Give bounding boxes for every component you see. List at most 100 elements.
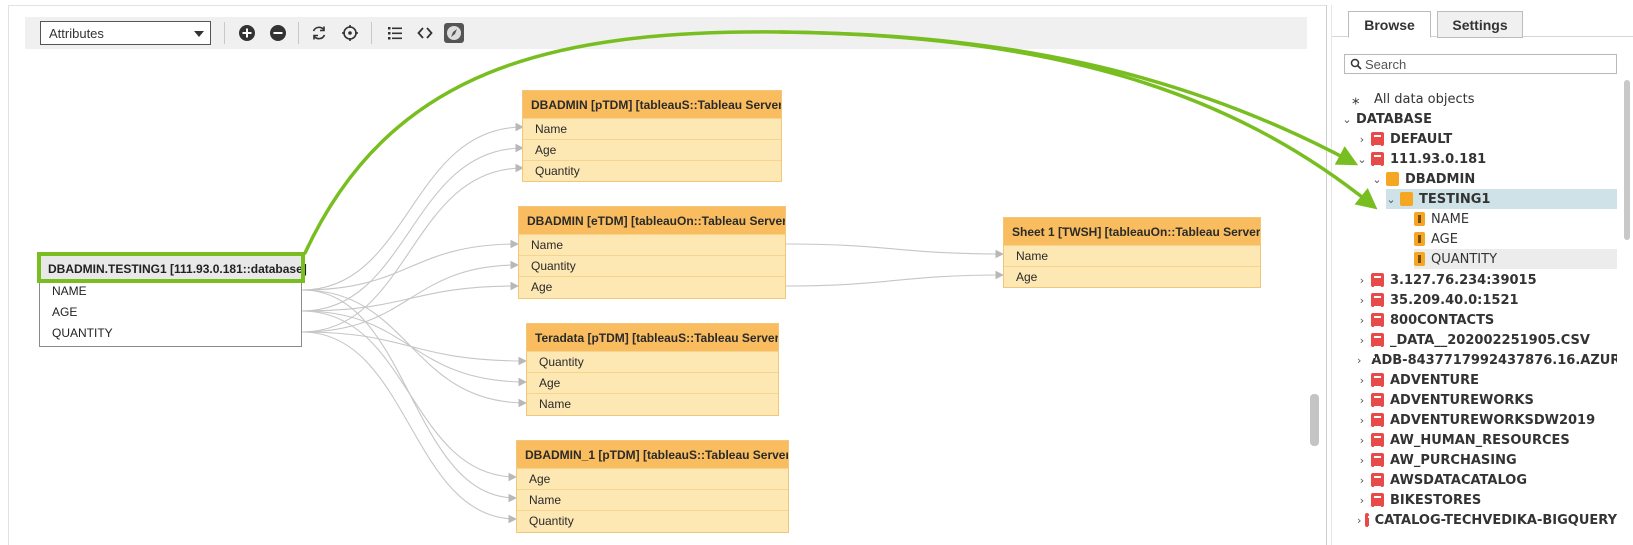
node-column[interactable]: Age (527, 372, 778, 393)
database-icon (1371, 152, 1384, 167)
zoom-out-button[interactable] (268, 23, 288, 43)
column-icon (1414, 252, 1425, 266)
target-node-etdm[interactable]: DBADMIN [eTDM] [tableauOn::Tableau Serve… (518, 206, 786, 299)
tree-item-table-selected[interactable]: ⌄TESTING1 (1386, 189, 1617, 209)
database-icon (1371, 273, 1384, 288)
database-icon (1371, 493, 1384, 508)
tree-item-db[interactable]: › ADVENTUREWORKS (1357, 390, 1534, 410)
tree-item-db[interactable]: ›DEFAULT (1357, 129, 1452, 149)
panel-scrollbar[interactable] (1624, 80, 1630, 240)
source-column-age[interactable]: AGE (52, 305, 78, 319)
node-column[interactable]: Name (1004, 245, 1260, 266)
tree-item-column[interactable]: NAME (1414, 209, 1469, 229)
node-column[interactable]: Name (517, 489, 788, 510)
target-node-sheet1[interactable]: Sheet 1 [TWSH] [tableauOn::Tableau Serve… (1003, 217, 1261, 288)
tree-item-label: DEFAULT (1390, 131, 1453, 147)
tree-item-column[interactable]: AGE (1414, 229, 1458, 249)
tree-item-db[interactable]: ›BIKESTORES (1357, 490, 1481, 510)
tree-item-label: 800CONTACTS (1390, 312, 1495, 328)
tree-item-label: AW_PURCHASING (1390, 452, 1517, 468)
tree-item-db[interactable]: ›ADVENTUREWORKSDW2019 (1357, 410, 1595, 430)
tree-item-label: 35.209.40.0:1521 (1390, 292, 1519, 308)
chevron-right-icon: › (1359, 273, 1365, 287)
code-view-button[interactable] (415, 23, 435, 43)
canvas-scrollbar[interactable] (1310, 394, 1319, 446)
center-button[interactable] (340, 23, 360, 43)
database-icon (1371, 393, 1384, 408)
tree-item-db[interactable]: ›AW_PURCHASING (1357, 450, 1517, 470)
chevron-right-icon: › (1359, 433, 1365, 447)
list-icon (388, 27, 402, 40)
search-input[interactable]: Search (1344, 54, 1617, 74)
panel-divider (1331, 5, 1332, 545)
tree-item-db[interactable]: ›AWSDATACATALOG (1357, 470, 1527, 490)
tree-item-db[interactable]: ›ADVENTURE (1357, 370, 1479, 390)
left-border (8, 5, 9, 545)
tree-item-db[interactable]: ⌄111.93.0.181 (1357, 149, 1486, 169)
target-node-teradata[interactable]: Teradata [pTDM] [tableauS::Tableau Serve… (526, 323, 779, 416)
node-column[interactable]: Age (519, 276, 785, 297)
chevron-down-icon: ⌄ (1357, 152, 1367, 166)
top-border (8, 5, 1326, 6)
code-icon (417, 27, 433, 39)
node-column[interactable]: Quantity (517, 510, 788, 531)
all-data-objects-item[interactable]: ⁎ All data objects (1352, 89, 1475, 109)
tree-item-db[interactable]: ›ADB-8437717992437876.16.AZUREDA (1357, 350, 1617, 370)
tab-settings[interactable]: Settings (1437, 11, 1523, 38)
database-icon (1371, 433, 1384, 448)
source-column-name[interactable]: NAME (52, 284, 87, 298)
tree-item-db[interactable]: ›CATALOG-TECHVEDIKA-BIGQUERY (1357, 510, 1617, 530)
source-column-quantity[interactable]: QUANTITY (52, 326, 113, 340)
source-table-node[interactable]: DBADMIN.TESTING1 [111.93.0.181::database… (39, 254, 307, 347)
tree-item-label: DBADMIN (1405, 171, 1476, 187)
tree-item-label: AW_HUMAN_RESOURCES (1390, 432, 1570, 448)
tree-item-db[interactable]: › _DATA__202002251905.CSV (1357, 330, 1590, 350)
chevron-right-icon: › (1359, 413, 1365, 427)
database-icon (1365, 513, 1376, 528)
tab-browse[interactable]: Browse (1348, 11, 1431, 38)
node-column[interactable]: Age (1004, 266, 1260, 287)
refresh-button[interactable] (309, 23, 329, 43)
database-icon (1371, 313, 1384, 328)
chevron-right-icon: › (1359, 333, 1365, 347)
tree-item-label: 3.127.76.234:39015 (1390, 272, 1537, 288)
tree-item-label: ADVENTUREWORKS (1390, 392, 1534, 408)
tree-item-db[interactable]: › AW_HUMAN_RESOURCES (1357, 430, 1570, 450)
chevron-right-icon: › (1357, 513, 1362, 527)
zoom-in-icon (239, 25, 255, 41)
node-column[interactable]: Name (519, 234, 785, 255)
tree-item-db[interactable]: › 3.127.76.234:39015 (1357, 270, 1537, 290)
chevron-right-icon: › (1357, 353, 1362, 367)
node-column[interactable]: Quantity (523, 160, 781, 181)
node-column[interactable]: Name (523, 118, 781, 139)
node-column[interactable]: Name (527, 393, 778, 414)
chevron-right-icon: › (1359, 493, 1365, 507)
target-node-ptdm[interactable]: DBADMIN [pTDM] [tableauS::Tableau Server… (522, 90, 782, 182)
chevron-right-icon: › (1359, 313, 1365, 327)
tree-item-db[interactable]: › 800CONTACTS (1357, 310, 1494, 330)
node-title: Teradata [pTDM] [tableauS::Tableau Serve… (527, 324, 778, 351)
node-column[interactable]: Age (523, 139, 781, 160)
node-column[interactable]: Quantity (527, 351, 778, 372)
node-column[interactable]: Quantity (519, 255, 785, 276)
crosshair-icon (342, 25, 358, 41)
chevron-down-icon: ⌄ (1342, 112, 1352, 126)
tree-item-database[interactable]: ⌄ DATABASE (1342, 109, 1432, 129)
tree-item-db[interactable]: ›35.209.40.0:1521 (1357, 290, 1519, 310)
tree-item-label: ADVENTURE (1390, 372, 1479, 388)
node-column[interactable]: Age (517, 468, 788, 489)
list-view-button[interactable] (385, 23, 405, 43)
explore-button[interactable] (444, 23, 464, 43)
asterisk-icon: ⁎ (1352, 90, 1360, 108)
chevron-right-icon: › (1359, 393, 1365, 407)
view-mode-select[interactable]: Attributes (40, 21, 211, 45)
tree-item-label: _DATA__202002251905.CSV (1390, 332, 1590, 348)
tree-item-column[interactable]: QUANTITY (1414, 249, 1617, 269)
target-node-dbadmin1[interactable]: DBADMIN_1 [pTDM] [tableauS::Tableau Serv… (516, 440, 789, 533)
zoom-in-button[interactable] (237, 23, 257, 43)
tree-item-schema[interactable]: ⌄DBADMIN (1372, 169, 1475, 189)
toolbar-divider (224, 22, 225, 44)
database-icon (1371, 413, 1384, 428)
node-title: DBADMIN [eTDM] [tableauOn::Tableau Serve… (519, 207, 785, 234)
tree-item-label: AWSDATACATALOG (1390, 472, 1527, 488)
